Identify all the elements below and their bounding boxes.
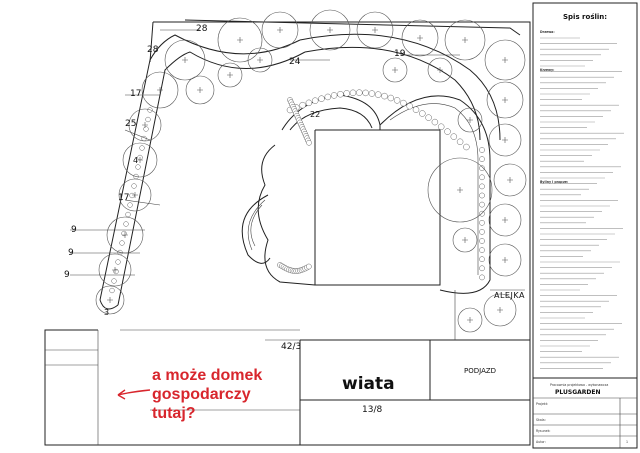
title-sheet: 1	[626, 440, 628, 444]
label-13-8: 13/8	[362, 405, 382, 415]
label-24: 24	[289, 57, 301, 67]
leader-lines	[70, 29, 460, 276]
legend-lines	[540, 37, 624, 369]
title-block: Pracownia projektowa - wykonawcza PLUSGA…	[532, 377, 638, 449]
label-3: 3	[104, 308, 109, 317]
annotation-line-2: gospodarczy	[152, 386, 251, 403]
label-19: 19	[394, 49, 406, 59]
area-labels: ALEJKA wiata PODJAZD	[342, 291, 525, 394]
legend-panel: Spis roślin: Drzewa: Krzewy: Byliny i pn…	[532, 2, 638, 449]
annotation-line-3: tutaj?	[152, 405, 196, 422]
right-bed	[379, 95, 491, 294]
title-scale-label: Skala:	[536, 418, 546, 422]
label-4: 4	[133, 156, 138, 165]
label-9-c: 9	[64, 270, 70, 280]
label-17-mid: 17	[118, 193, 129, 203]
title-author-label: Autor:	[536, 440, 546, 444]
lower-areas	[45, 289, 530, 445]
label-17-top: 17	[130, 89, 141, 99]
label-9-a: 9	[71, 225, 77, 235]
label-aleja: ALEJKA	[494, 291, 525, 300]
label-28-left: 28	[147, 45, 159, 55]
legend-title: Spis roślin:	[563, 13, 607, 21]
title-company: PLUSGARDEN	[555, 389, 601, 396]
property-boundary	[44, 21, 531, 446]
handwritten-annotation: a może domek gospodarczy tutaj?	[117, 367, 262, 422]
title-project-label: Projekt:	[536, 402, 548, 406]
label-podjazd: PODJAZD	[464, 367, 496, 375]
title-drawing-label: Rysunek:	[536, 429, 551, 433]
shrub-dots	[109, 89, 485, 294]
label-9-b: 9	[68, 248, 74, 258]
house	[257, 94, 441, 286]
legend-section-perennials: Byliny i pnącze:	[540, 180, 568, 184]
plant-number-labels: 28 28 24 19 17 25 4 17 9 9 9 3 22 42/3 1…	[64, 24, 406, 415]
title-block-frame	[532, 377, 638, 449]
label-wiata: wiata	[342, 374, 395, 394]
label-42-3: 42/3	[281, 342, 301, 352]
trees	[95, 9, 527, 333]
label-28-top: 28	[196, 24, 208, 34]
semicircle-terrace	[241, 194, 271, 264]
label-25: 25	[125, 119, 136, 129]
title-company-line: Pracownia projektowa - wykonawcza	[550, 383, 608, 387]
annotation-arrow-shaft	[117, 389, 151, 396]
legend-section-trees: Drzewa:	[540, 30, 555, 34]
label-22: 22	[310, 110, 320, 119]
annotation-line-1: a może domek	[152, 367, 262, 384]
legend-section-shrubs: Krzewy:	[540, 68, 554, 72]
annotation-arrow-head	[117, 389, 126, 400]
